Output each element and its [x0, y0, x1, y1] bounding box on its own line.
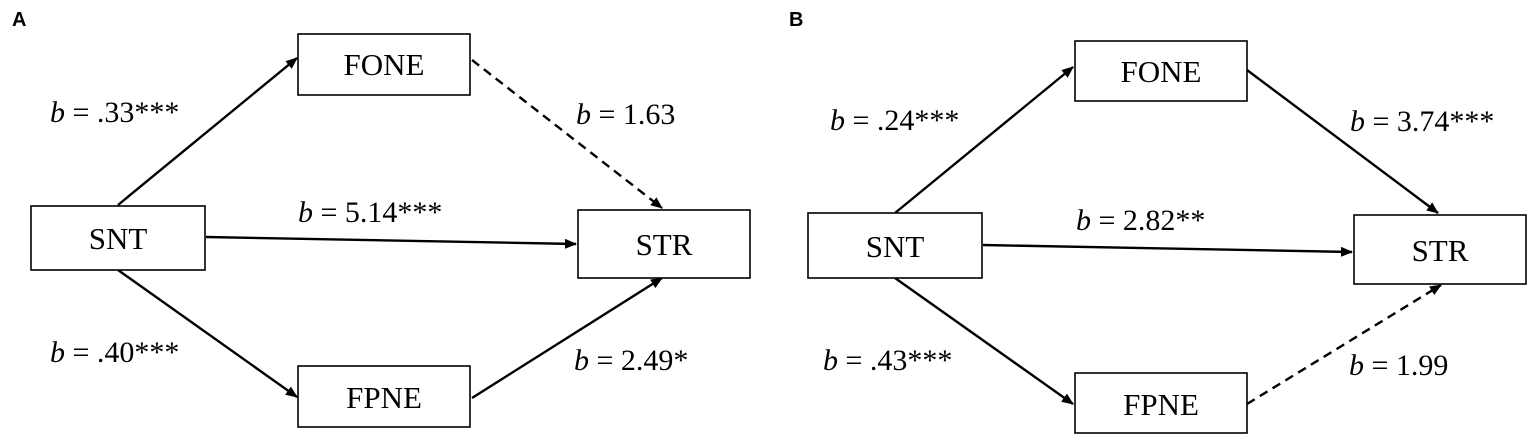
edge-fpne-str	[1246, 283, 1442, 406]
edge-fone-str	[471, 59, 663, 209]
node-str: STR	[577, 209, 751, 279]
edge-snt-str	[982, 243, 1353, 257]
node-str: STR	[1353, 214, 1527, 285]
node-fpne-label: FPNE	[1123, 387, 1199, 422]
coef-fpne-str: b = 1.99	[1349, 349, 1448, 382]
coef-snt-str: b = 5.14***	[298, 196, 442, 229]
node-fpne: FPNE	[297, 365, 471, 428]
coef-snt-fpne: b = .40***	[50, 336, 179, 369]
panel-b: B FONE SNT STR FPNE b = .24*** b = 3.74*…	[789, 9, 1527, 434]
panel-a: A FONE SNT STR FPNE b = .33*** b = 1.63 …	[12, 9, 751, 428]
panel-b-label: B	[789, 9, 803, 31]
node-fpne: FPNE	[1074, 372, 1248, 434]
panel-a-label: A	[12, 9, 26, 31]
coef-fone-str: b = 1.63	[576, 98, 675, 131]
node-fone-label: FONE	[1121, 54, 1202, 89]
coef-snt-fpne: b = .43***	[823, 344, 952, 377]
coef-snt-fone: b = .33***	[50, 96, 179, 129]
edge-snt-fpne	[894, 277, 1074, 405]
edge-snt-str	[205, 235, 577, 249]
node-snt: SNT	[807, 212, 983, 279]
node-fone: FONE	[297, 33, 471, 96]
node-snt: SNT	[30, 205, 206, 271]
node-fpne-label: FPNE	[346, 380, 422, 415]
edge-fpne-str	[471, 276, 663, 400]
node-str-label: STR	[636, 227, 693, 262]
edge-fone-str	[1246, 69, 1439, 214]
node-fone: FONE	[1074, 40, 1248, 102]
edge-snt-fpne	[117, 269, 298, 398]
node-snt-label: SNT	[89, 221, 148, 256]
node-fone-label: FONE	[344, 47, 425, 82]
coef-snt-str: b = 2.82**	[1076, 204, 1205, 237]
node-str-label: STR	[1412, 233, 1469, 268]
edge-snt-fone	[117, 57, 298, 206]
node-snt-label: SNT	[866, 229, 925, 264]
coef-fpne-str: b = 2.49*	[574, 344, 688, 377]
edge-snt-fone	[894, 66, 1074, 214]
coef-fone-str: b = 3.74***	[1350, 105, 1494, 138]
coef-snt-fone: b = .24***	[830, 104, 959, 137]
